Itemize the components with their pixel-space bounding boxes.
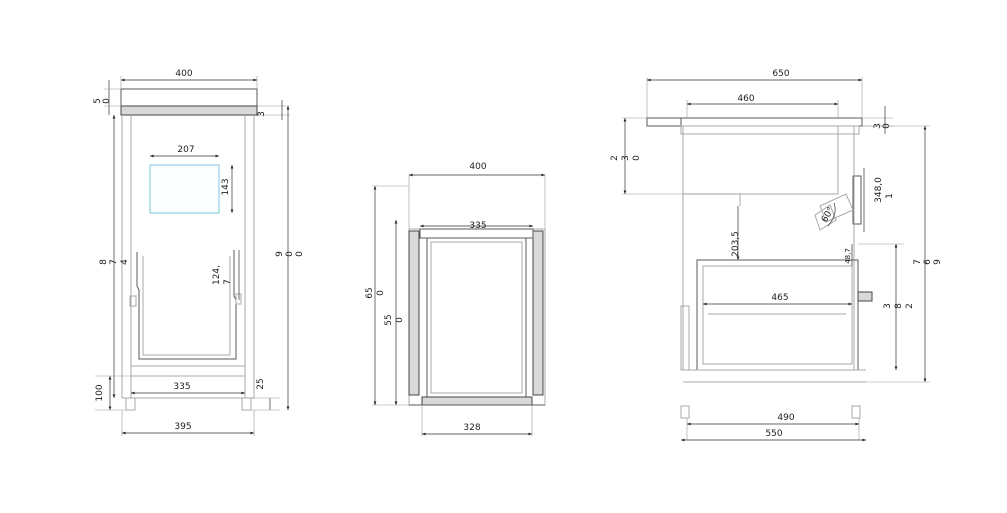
- middle-height-inner-0: 55: [384, 314, 394, 325]
- middle-height-inner-1: 0: [395, 317, 405, 323]
- side-small: 48,7: [844, 248, 852, 264]
- side-gap-1: 3: [621, 155, 631, 161]
- front-side-thk: 3: [257, 111, 267, 117]
- front-panel-width: 207: [177, 145, 194, 155]
- side-upper-unit: [682, 125, 839, 195]
- side-height-right-2: 9: [933, 259, 943, 265]
- middle-inner-top: 335: [469, 221, 486, 231]
- front-foot: 25: [256, 378, 266, 389]
- front-height-right-2: 0: [295, 251, 305, 257]
- side-depth: 650: [772, 69, 789, 79]
- front-width-top: 400: [175, 69, 192, 79]
- front-inner-width: 335: [173, 382, 190, 392]
- side-top-depth: 460: [737, 94, 754, 104]
- side-view: 650 460 3 0 2 3 0 348,0 1 60° 203,5 48,7…: [610, 69, 943, 442]
- middle-left-post: [408, 230, 420, 396]
- front-height-left-1: 7: [109, 259, 119, 265]
- middle-height-outer-0: 65: [365, 287, 375, 298]
- front-height-right-1: 0: [285, 251, 295, 257]
- front-top-thk: 5: [93, 98, 103, 104]
- side-handle-1: 1: [885, 193, 895, 199]
- front-top-slab: [120, 88, 258, 107]
- side-height-inner-1: 8: [894, 303, 904, 309]
- middle-right-post: [532, 230, 544, 396]
- side-base-inner: 490: [777, 413, 794, 423]
- side-base-outer: 550: [765, 429, 782, 439]
- front-cutout-panel: [149, 164, 220, 214]
- middle-width-top: 400: [469, 162, 486, 172]
- front-plinth: 100: [95, 384, 105, 401]
- front-notch: 124,: [212, 265, 222, 285]
- front-base-width: 395: [174, 422, 191, 432]
- front-height-left-0: 8: [99, 259, 109, 265]
- side-drawer-depth: 465: [771, 293, 788, 303]
- middle-height-outer-1: 0: [376, 290, 386, 296]
- front-top-thk-b: 0: [102, 98, 112, 104]
- side-height-right-1: 6: [923, 259, 933, 265]
- side-handle-0: 348,0: [874, 177, 884, 203]
- front-notch-b: 7: [223, 279, 233, 285]
- front-panel-height: 143: [221, 178, 231, 195]
- side-height-inner-2: 2: [905, 303, 915, 309]
- side-slot: 203,5: [731, 231, 741, 257]
- front-view: 400 5 0 3 207 143 8 7 4 9 0 0 124, 7 335…: [93, 69, 305, 436]
- side-height-right-0: 7: [913, 259, 923, 265]
- middle-view: 400 335 65 0 55 0 328: [365, 162, 546, 436]
- front-height-right-0: 9: [275, 251, 285, 257]
- side-drawer: [696, 259, 859, 371]
- side-gap-2: 0: [632, 155, 642, 161]
- side-height-inner-0: 3: [883, 303, 893, 309]
- side-gap-0: 2: [610, 155, 620, 161]
- front-height-left-2: 4: [120, 259, 130, 265]
- middle-base-width: 328: [463, 423, 480, 433]
